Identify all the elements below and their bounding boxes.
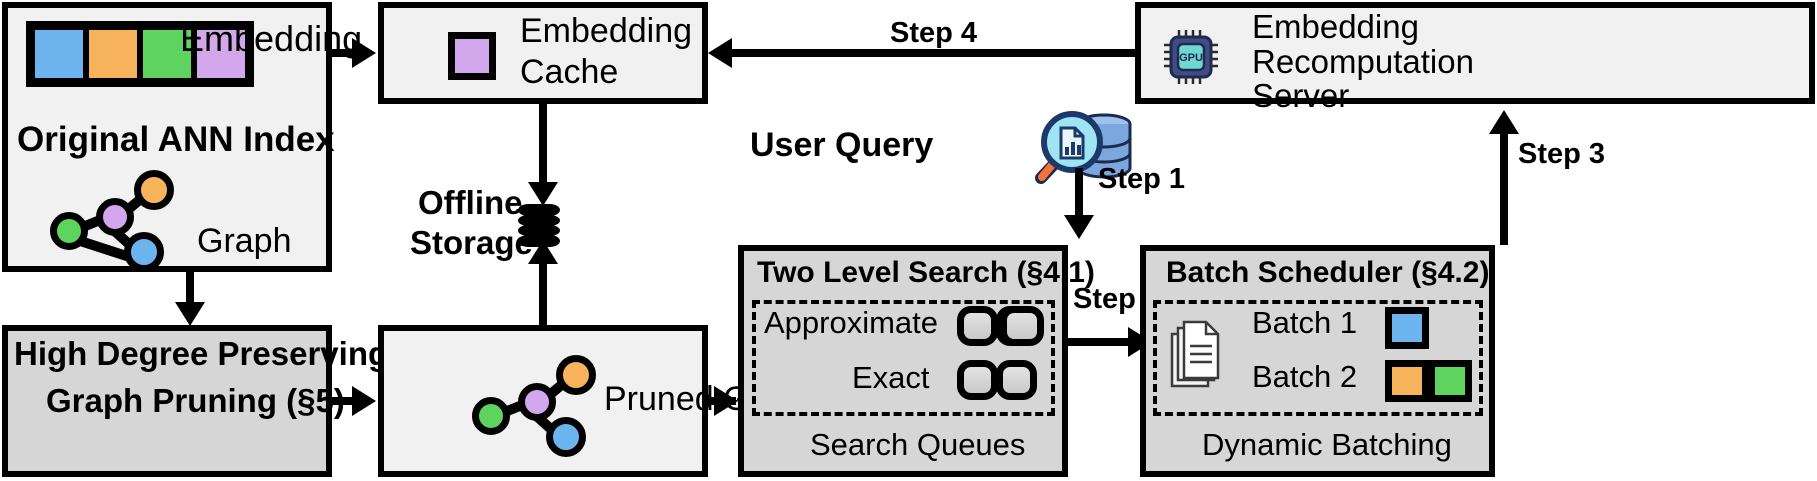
connector-pruned-graph-to-storage [539,262,547,327]
batch-scheduler-title: Batch Scheduler (§4.2) [1166,256,1490,289]
embedding-swatch-blue [32,27,86,81]
arrowhead-right [352,386,376,416]
connector-index-to-cache [332,49,360,57]
approximate-queue-slot [1000,306,1044,346]
batch-2-label: Batch 2 [1252,359,1358,394]
original-graph [40,170,174,272]
graph-node-purple [518,383,556,421]
arrowhead-down [528,182,558,206]
connector-step2 [1068,338,1144,346]
graph-node-green [472,397,510,435]
graph-pruning-box [2,325,332,477]
batch-2-swatch-orange [1385,360,1429,402]
arrowhead-left [708,38,732,68]
connector-step3 [1500,130,1508,245]
original-ann-index-title: Original ANN Index [17,120,335,159]
embedding-swatch-strip [26,21,254,87]
gpu-chip-icon: GPU [1164,30,1218,84]
two-level-search-title: Two Level Search (§4.1) [757,256,1095,289]
connector-index-to-pruning [186,272,194,306]
graph-node-purple [96,198,134,236]
step-1-label: Step 1 [1098,163,1186,195]
batch-1-swatch-blue [1385,307,1429,349]
graph-node-blue [124,232,164,272]
graph-node-orange [134,170,174,210]
search-queues-panel [752,300,1055,416]
connector-pruning-to-pruned-graph [332,397,360,405]
documents-stack-icon [1170,320,1220,388]
connector-cache-to-storage [539,104,547,186]
arrowhead-right [352,38,376,68]
graph-label: Graph [197,222,292,260]
graph-node-green [50,212,88,250]
dynamic-batching-panel [1153,300,1483,416]
approximate-row-label: Approximate [764,305,939,340]
arrowhead-down [1064,215,1094,239]
recomputation-server-line1: Embedding [1252,8,1419,45]
offline-storage-line1: Offline [418,184,523,221]
embedding-cache-line2: Cache [520,53,619,91]
exact-row-label: Exact [852,360,930,395]
embedding-swatch-green [140,27,194,81]
connector-step1 [1075,168,1083,220]
approximate-queue-slot [957,306,998,346]
arrowhead-up [1489,110,1519,134]
user-query-label: User Query [750,126,934,164]
step-4-label: Step 4 [890,17,978,49]
graph-node-orange [556,355,596,395]
search-queues-footer: Search Queues [810,427,1026,462]
gpu-chip-icon-text: GPU [1179,52,1203,64]
database-cylinder-icon [518,204,560,248]
graph-pruning-title-line2: Graph Pruning (§5) [46,382,345,419]
batch-1-label: Batch 1 [1252,305,1358,340]
embedding-cache-swatch [448,32,496,80]
recomputation-server-line3: Server [1252,77,1350,114]
embedding-swatch-orange [86,27,140,81]
embedding-label: Embedding [180,18,363,59]
offline-storage-line2: Storage [410,224,533,261]
recomputation-server-line2: Recomputation [1252,43,1474,80]
embedding-cache-line1: Embedding [520,12,693,50]
graph-pruning-title-line1: High Degree Preserving [14,335,389,372]
pruned-graph [462,355,596,457]
arrowhead-right [714,386,738,416]
batch-2-swatch-green [1428,360,1472,402]
recomputation-server-box [1135,2,1815,104]
connector-step4 [730,49,1138,57]
graph-node-blue [546,417,586,457]
embedding-cache-box [378,2,708,104]
exact-queue-slot [996,360,1037,400]
dynamic-batching-footer: Dynamic Batching [1202,427,1452,462]
arrowhead-down [175,302,205,326]
embedding-swatch-purple [194,27,248,81]
step-3-label: Step 3 [1518,138,1606,170]
exact-queue-slot [957,360,998,400]
magnifier-document-database-icon [1035,111,1132,184]
